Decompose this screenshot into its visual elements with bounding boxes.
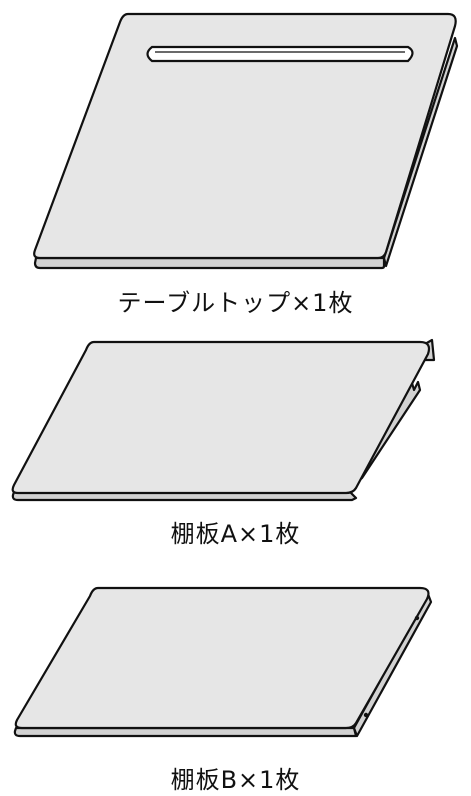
shelf-a-illustration [11,338,436,502]
shelf-b-hole-lower [363,712,369,718]
tabletop-handle-slot [146,45,414,63]
tabletop-front-edge [33,256,386,270]
tabletop-surface [33,12,457,260]
shelf-b-label: 棚板B×1枚 [170,766,301,794]
shelf-b-front-edge [13,726,358,738]
shelf-b-illustration [13,586,433,738]
tabletop-label: テーブルトップ×1枚 [117,289,354,317]
shelf-a-label: 棚板A×1枚 [170,520,301,548]
shelf-a-surface [11,340,431,495]
part-tabletop: テーブルトップ×1枚 [0,0,471,330]
shelf-b-surface [14,586,430,730]
part-shelf-b: 棚板B×1枚 [0,580,471,796]
tabletop-illustration [33,12,459,270]
tabletop-side-edge [382,36,459,268]
shelf-b-hole-upper [414,615,420,621]
part-shelf-a: 棚板A×1枚 [0,330,471,565]
